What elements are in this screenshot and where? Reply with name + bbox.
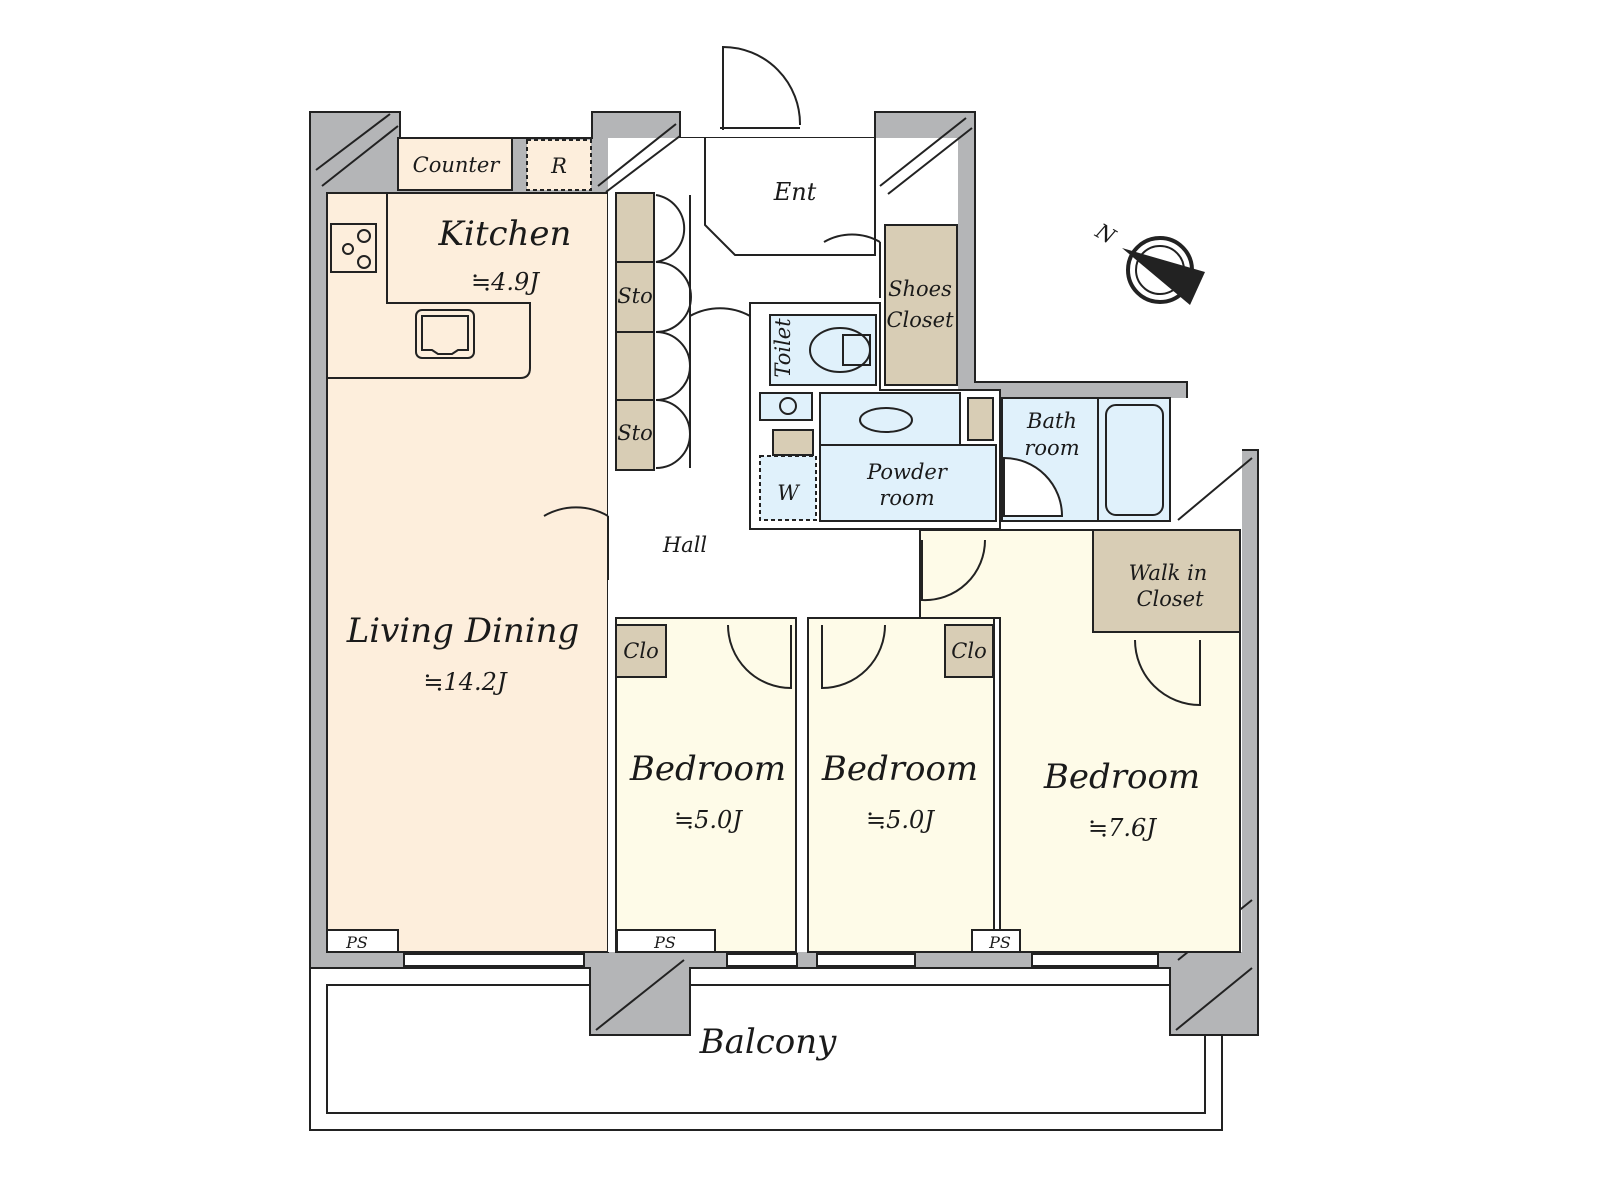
entrance xyxy=(704,138,876,256)
bedroom-3-label: Bedroom xyxy=(1043,757,1200,797)
closet-label: Clo xyxy=(623,639,658,663)
balcony xyxy=(309,967,1223,1131)
washer-label: W xyxy=(777,481,801,505)
bedroom-2-area: ≒5.0J xyxy=(866,806,935,834)
ps-label: PS xyxy=(988,933,1011,952)
kitchen-area: ≒4.9J xyxy=(471,268,540,296)
bathtub-icon xyxy=(1105,404,1164,516)
sink-icon xyxy=(415,309,475,359)
powder-room-label: Powder xyxy=(866,460,949,484)
kitchen-counter xyxy=(327,193,531,379)
storage-label: Sto xyxy=(617,421,652,445)
toilet-door[interactable] xyxy=(689,307,751,378)
toilet-label: Toilet xyxy=(771,318,795,378)
closet-label: Clo xyxy=(951,639,986,663)
toilet-room xyxy=(769,314,877,386)
ps-label: PS xyxy=(653,933,676,952)
bathroom-label: Bath xyxy=(1026,409,1077,433)
compass-icon xyxy=(1122,236,1205,305)
balcony-label: Balcony xyxy=(699,1022,838,1062)
refrigerator-space xyxy=(526,139,592,191)
counter xyxy=(397,137,513,191)
powder-room-label: room xyxy=(879,486,934,510)
compass-north-label: N xyxy=(1091,218,1120,249)
bedroom-1-label: Bedroom xyxy=(629,749,786,789)
hall-label: Hall xyxy=(662,533,707,557)
shoes-closet-label: Shoes xyxy=(888,277,952,301)
bedroom-2-label: Bedroom xyxy=(821,749,978,789)
entrance-label: Ent xyxy=(773,178,817,206)
walk-in-closet-label: Walk in xyxy=(1129,561,1208,585)
kitchen-label: Kitchen xyxy=(438,214,572,254)
wash-basin-icon xyxy=(859,407,913,433)
storage-label: Sto xyxy=(617,284,652,308)
closet-2 xyxy=(944,624,994,678)
bedroom-1-area: ≒5.0J xyxy=(674,806,743,834)
living-dining-area: ≒14.2J xyxy=(423,668,508,696)
bedroom-2-door[interactable] xyxy=(821,624,886,690)
living-door[interactable] xyxy=(543,506,609,580)
shoes-closet-label: Closet xyxy=(886,308,954,332)
bedroom-3-area: ≒7.6J xyxy=(1088,814,1157,842)
front-door[interactable] xyxy=(720,45,802,130)
shoes-closet xyxy=(884,224,958,386)
closet-1 xyxy=(615,624,667,678)
powder-room xyxy=(819,444,997,522)
living-dining-room xyxy=(326,192,609,953)
hand-wash xyxy=(759,392,813,421)
refrigerator-label: R xyxy=(550,154,567,178)
walk-in-closet-label: Closet xyxy=(1136,587,1204,611)
storage-doors[interactable] xyxy=(655,194,692,469)
stove-icon xyxy=(330,223,377,273)
bathroom-label: room xyxy=(1024,436,1079,460)
toilet-icon xyxy=(809,327,871,373)
bedroom-1-door[interactable] xyxy=(727,624,792,690)
shoes-closet-door[interactable] xyxy=(823,233,881,298)
bedroom-3 xyxy=(919,529,1241,953)
ps-label: PS xyxy=(345,933,368,952)
walk-in-closet-door[interactable] xyxy=(1134,639,1201,707)
windows xyxy=(403,953,1159,967)
bedroom-3-door[interactable] xyxy=(921,539,987,602)
counter-label: Counter xyxy=(413,153,502,177)
living-dining-label: Living Dining xyxy=(346,611,580,651)
walk-in-closet xyxy=(1092,529,1241,633)
bathroom-door[interactable] xyxy=(1003,456,1064,517)
